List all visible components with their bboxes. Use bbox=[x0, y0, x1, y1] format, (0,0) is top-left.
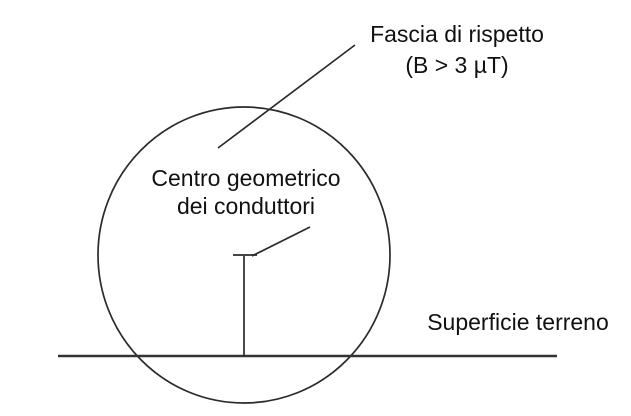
superficie-terreno-label: Superficie terreno bbox=[427, 309, 609, 335]
fascia-label-line1: Fascia di rispetto bbox=[370, 21, 544, 47]
fascia-di-rispetto-label: Fascia di rispetto (B > 3 µT) bbox=[337, 19, 577, 81]
centro-label-line2: dei conduttori bbox=[176, 193, 316, 219]
fascia-label-line2: (B > 3 µT) bbox=[405, 52, 509, 78]
centro-geometrico-label: Centro geometrico dei conduttori bbox=[126, 164, 366, 220]
centro-leader-line bbox=[251, 226, 311, 257]
fascia-leader-line bbox=[217, 44, 356, 149]
centro-label-line1: Centro geometrico bbox=[151, 165, 341, 191]
respect-zone-circle bbox=[97, 106, 391, 404]
